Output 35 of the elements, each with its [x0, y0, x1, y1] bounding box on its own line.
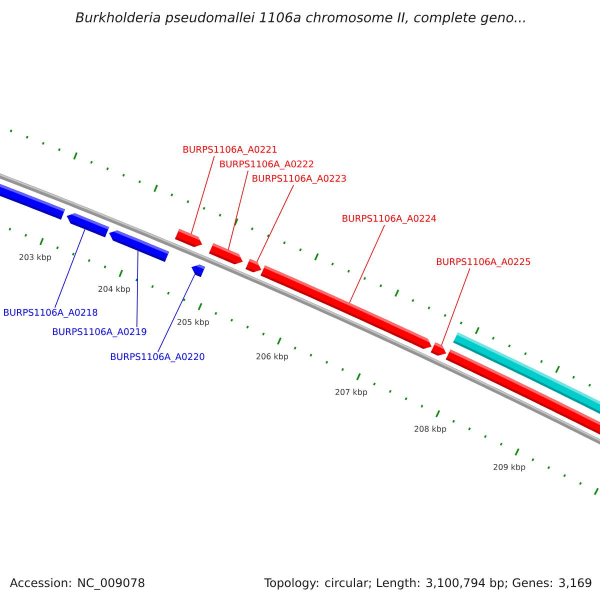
scale-label: 209 kbp: [494, 464, 526, 472]
leader-line: [228, 170, 248, 250]
gene-block: [191, 264, 206, 278]
leader-line: [54, 228, 86, 308]
leader-line: [441, 268, 470, 346]
gene-block: [66, 213, 110, 238]
gene-block: [453, 332, 600, 414]
scale-label: 203 kbp: [19, 254, 52, 262]
gene-block: [430, 342, 446, 356]
scale-label: 207 kbp: [336, 388, 368, 397]
footer-text: Accession: NC_009078: [10, 578, 144, 590]
leader-line: [256, 184, 294, 262]
title: Burkholderia pseudomallei 1106a chromosome II, complete geno...: [76, 12, 525, 25]
gene-block: [246, 258, 262, 272]
gene-label: BURPS1106A_A0220: [111, 353, 204, 362]
leader-line: [349, 224, 385, 304]
scale-label: 208 kbp: [414, 426, 446, 434]
scale-label: 205 kbp: [177, 318, 210, 327]
gene-label: BURPS1106A_A0222: [220, 160, 314, 170]
gene-label: BURPS1106A_A0224: [342, 214, 436, 224]
gene-label: BURPS1106A_A0219: [53, 328, 146, 338]
gene-label: BURPS1106A_A0218: [4, 308, 98, 318]
gene-label: BURPS1106A_A0223: [252, 174, 346, 184]
leader-line: [136, 250, 138, 328]
gene-block: [209, 243, 243, 264]
scale-label: 204 kbp: [98, 286, 130, 294]
gene-label: BURPS1106A_A0225: [437, 258, 530, 268]
gene-block: [109, 230, 170, 262]
gene-block: [0, 184, 66, 220]
leader-line: [157, 274, 196, 352]
gene-block: [260, 265, 432, 349]
leader-line: [190, 156, 215, 234]
gene-label: BURPS1106A_A0221: [184, 146, 277, 155]
gene-block: [175, 228, 202, 248]
footer-text: Topology: circular; Length: 3,100,794 bp; Genes: 3,169: [264, 578, 592, 590]
